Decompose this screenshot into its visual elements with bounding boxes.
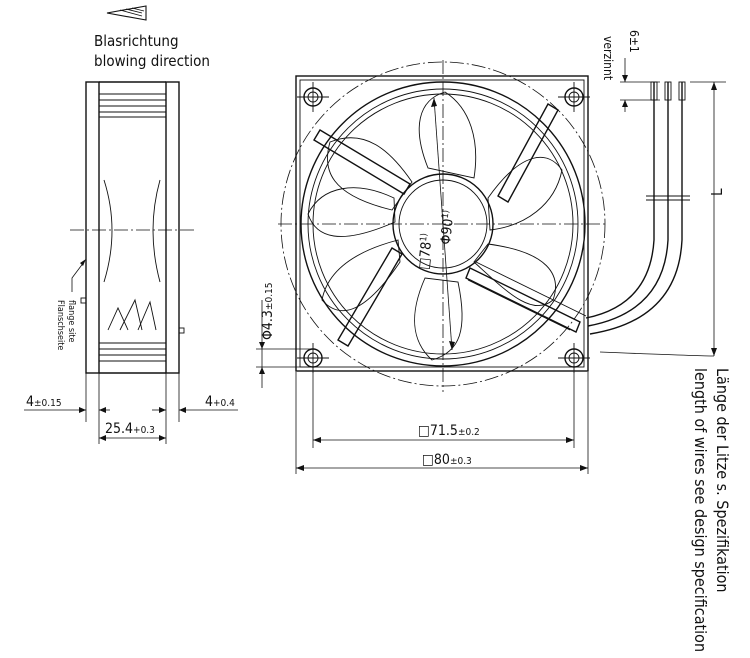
front-view	[278, 60, 608, 392]
dim-strip-length: 6±1	[627, 30, 641, 53]
dim-flange-right: 4+0.4	[205, 394, 235, 410]
dim-hole-diameter: Φ4.3±0.15	[260, 282, 276, 340]
flange-site-leader	[71, 259, 86, 292]
side-dimensions	[24, 373, 238, 444]
lead-wires	[585, 81, 690, 335]
dim-frame-size: □80±0.3	[422, 452, 472, 468]
blowing-direction-label-en: blowing direction	[94, 52, 210, 70]
blowing-direction-label-de: Blasrichtung	[94, 32, 179, 50]
wire-length-note-de: Länge der Litze s. Spezifikation	[713, 368, 732, 593]
strip-length-dimension	[620, 58, 660, 112]
wire-length-dimension	[599, 81, 726, 357]
blowing-direction-arrow-icon	[106, 5, 147, 21]
dim-circle-diameter: Φ901)	[438, 210, 457, 246]
dim-inner-square: □781)	[416, 233, 436, 271]
wire-length-symbol: L	[708, 188, 726, 196]
wire-length-note-en: length of wires see design specification	[691, 368, 710, 652]
hole-diameter-dimension	[256, 300, 313, 388]
dim-depth: 25.4+0.3	[105, 421, 155, 437]
front-dimensions	[295, 372, 589, 474]
tinned-label: verzinnt	[601, 36, 615, 80]
dim-flange-left: 4±0.15	[26, 394, 62, 410]
flange-side-label-de: Flanschseite	[55, 300, 65, 350]
side-view	[70, 81, 195, 374]
dim-hole-pitch: □71.5±0.2	[418, 423, 480, 439]
flange-side-label-en: flange site	[66, 300, 76, 343]
